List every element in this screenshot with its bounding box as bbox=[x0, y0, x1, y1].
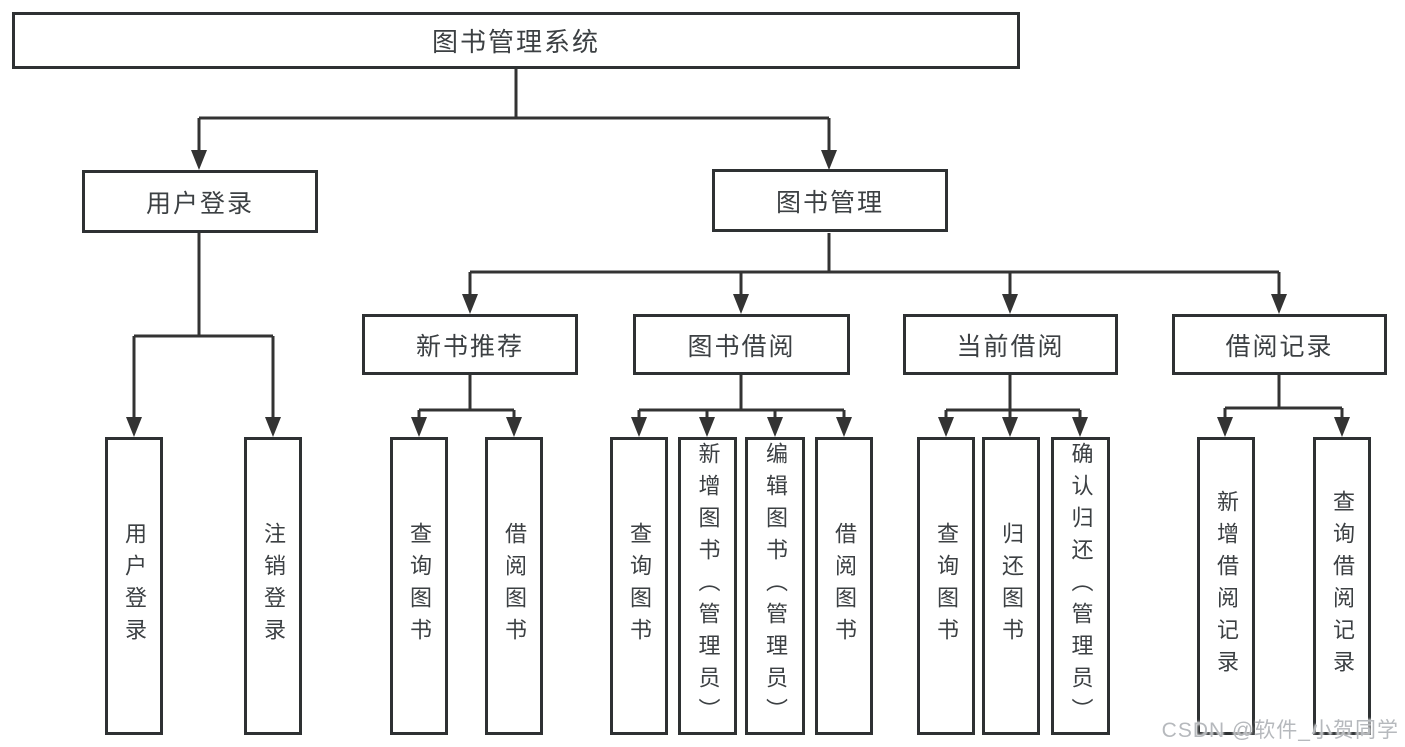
node-label: 用户登录 bbox=[122, 522, 147, 650]
node-label: 归还图书 bbox=[999, 522, 1024, 650]
node-borrowing-records: 借阅记录 bbox=[1172, 314, 1387, 375]
leaf-query-books-recommend: 查询图书 bbox=[390, 437, 448, 735]
node-label: 借阅图书 bbox=[832, 522, 857, 650]
leaf-add-book-admin: 新增图书（管理员） bbox=[678, 437, 737, 735]
node-label: 查询图书 bbox=[407, 522, 432, 650]
node-label: 注销登录 bbox=[261, 522, 286, 650]
leaf-user-login: 用户登录 bbox=[105, 437, 163, 735]
leaf-borrow-books: 借阅图书 bbox=[815, 437, 873, 735]
node-label: 新增借阅记录 bbox=[1214, 490, 1239, 682]
node-label: 查询借阅记录 bbox=[1330, 490, 1355, 682]
leaf-query-books-current: 查询图书 bbox=[917, 437, 975, 735]
node-label: 图书管理系统 bbox=[431, 27, 600, 57]
node-label: 新书推荐 bbox=[415, 332, 524, 361]
node-label: 用户登录 bbox=[145, 189, 254, 218]
leaf-query-books-borrow: 查询图书 bbox=[610, 437, 668, 735]
node-label: 查询图书 bbox=[627, 522, 652, 650]
node-book-borrowing: 图书借阅 bbox=[633, 314, 850, 375]
leaf-add-borrow-record: 新增借阅记录 bbox=[1197, 437, 1255, 735]
node-label: 借阅图书 bbox=[502, 522, 527, 650]
node-library-management-system: 图书管理系统 bbox=[12, 12, 1020, 69]
node-book-management: 图书管理 bbox=[712, 169, 948, 232]
node-label: 图书借阅 bbox=[687, 332, 796, 361]
leaf-borrow-books-recommend: 借阅图书 bbox=[485, 437, 543, 735]
node-label: 新增图书（管理员） bbox=[695, 442, 721, 730]
leaf-logout: 注销登录 bbox=[244, 437, 302, 735]
node-label: 查询图书 bbox=[934, 522, 959, 650]
node-new-book-recommendation: 新书推荐 bbox=[362, 314, 578, 375]
leaf-return-book: 归还图书 bbox=[982, 437, 1040, 735]
node-label: 编辑图书（管理员） bbox=[763, 442, 788, 730]
node-current-borrowing: 当前借阅 bbox=[903, 314, 1118, 375]
node-label: 图书管理 bbox=[775, 188, 884, 217]
node-label: 借阅记录 bbox=[1225, 332, 1334, 361]
leaf-edit-book-admin: 编辑图书（管理员） bbox=[745, 437, 805, 735]
node-label: 当前借阅 bbox=[956, 332, 1065, 361]
leaf-confirm-return-admin: 确认归还（管理员） bbox=[1051, 437, 1110, 735]
leaf-query-borrow-record: 查询借阅记录 bbox=[1313, 437, 1371, 735]
node-user-login: 用户登录 bbox=[82, 170, 318, 233]
node-label: 确认归还（管理员） bbox=[1068, 442, 1094, 730]
tree-edges bbox=[132, 69, 1344, 419]
